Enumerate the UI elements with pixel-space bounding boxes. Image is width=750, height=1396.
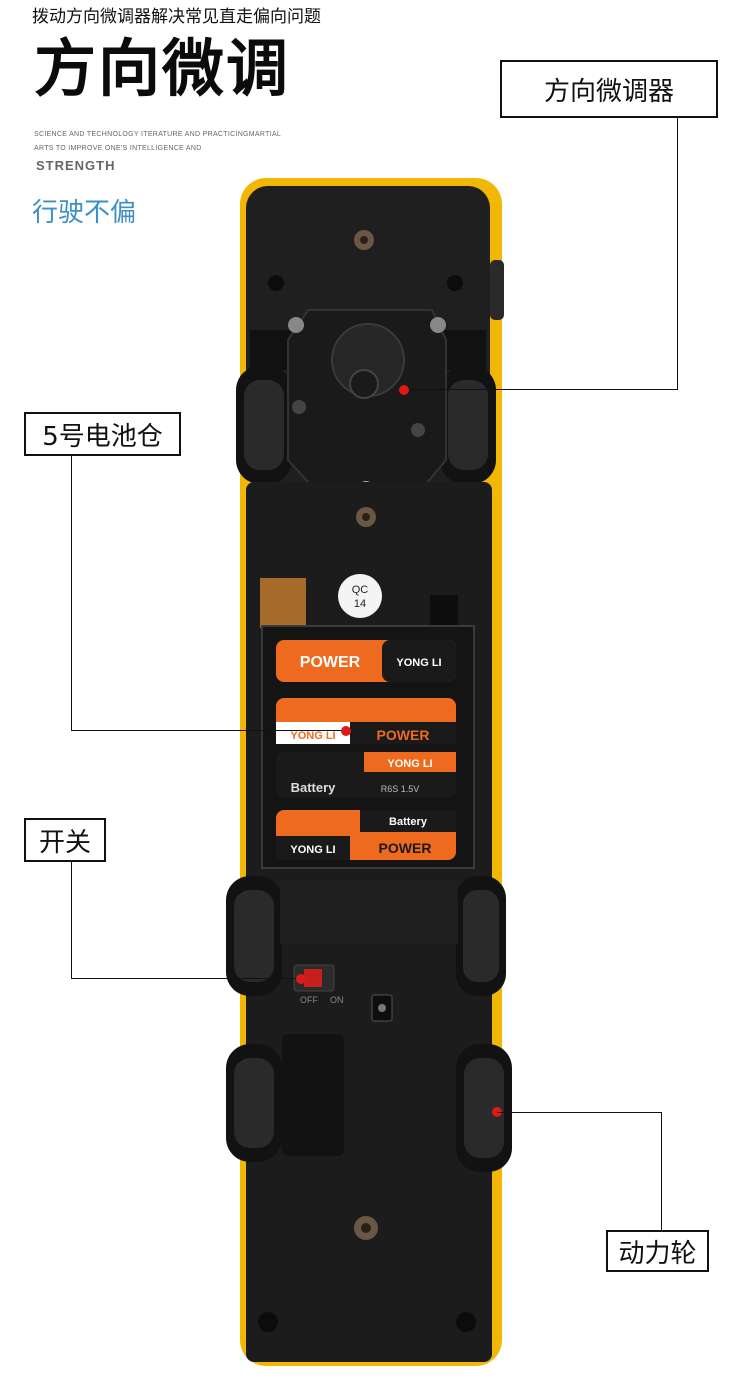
battery-3: YONG LI Battery R6S 1.5V [276,752,456,798]
battery-3-tag: R6S 1.5V [381,784,420,794]
switch-on-label: ON [330,995,344,1005]
trim-bolt-right [411,423,425,437]
battery-2-brand: YONG LI [290,730,335,742]
battery-1-brand: YONG LI [396,657,441,669]
battery-4-power: POWER [379,840,432,856]
middle-axle-cover [280,880,458,944]
callout-drive-label: 动力轮 [606,1230,709,1272]
battery-3-power: Battery [291,780,337,795]
callout-switch-dot [296,974,306,984]
battery-2: YONG LI POWER [276,698,456,744]
qc-text-2: 14 [354,598,366,610]
battery-4: YONG LI Battery POWER [276,810,456,860]
battery-4-tag: Battery [389,816,428,828]
wire-window [260,578,306,628]
battery-3-brand: YONG LI [387,758,432,770]
trim-bolt-left [292,400,306,414]
callout-switch-label: 开关 [24,818,106,862]
callout-switch-line-h [71,978,303,979]
battery-2-power: POWER [377,727,430,743]
subtitle: 行驶不偏 [32,198,137,228]
top-caption: 拨动方向微调器解决常见直走偏向问题 [32,7,321,27]
switch-off-label: OFF [300,995,318,1005]
callout-battery-label: 5号电池仓 [24,412,181,456]
english-tagline-2: ARTS TO IMPROVE ONE'S INTELLIGENCE AND [34,145,202,152]
strength-label: STRENGTH [36,158,116,173]
rear-hole-left [258,1312,278,1332]
rear-hole-right [456,1312,476,1332]
callout-drive-line-h [497,1112,662,1113]
battery-1: POWER YONG LI [276,640,456,682]
battery-4-brand: YONG LI [290,844,335,856]
front-hole-right [447,275,463,291]
callout-trim-line-v [677,118,678,390]
qc-sticker [338,574,382,618]
battery-1-power: POWER [300,654,361,671]
qc-text-1: QC [352,584,369,596]
trim-screw-left [288,317,304,333]
callout-trim-line-h [404,389,678,390]
callout-battery-line-v [71,456,72,730]
callout-battery-dot [341,726,351,736]
english-tagline-1: SCIENCE AND TECHNOLOGY ITERATURE AND PRA… [34,131,282,138]
front-hole-left [268,275,284,291]
callout-trim-label: 方向微调器 [500,60,718,118]
page-title: 方向微调 [34,32,291,105]
callout-switch-line-v [71,862,72,978]
rear-block [282,1034,344,1156]
trim-screw-right [430,317,446,333]
side-tab [490,260,504,320]
callout-battery-line-h [71,730,347,731]
callout-trim-dot [399,385,409,395]
callout-drive-line-v [661,1112,662,1230]
